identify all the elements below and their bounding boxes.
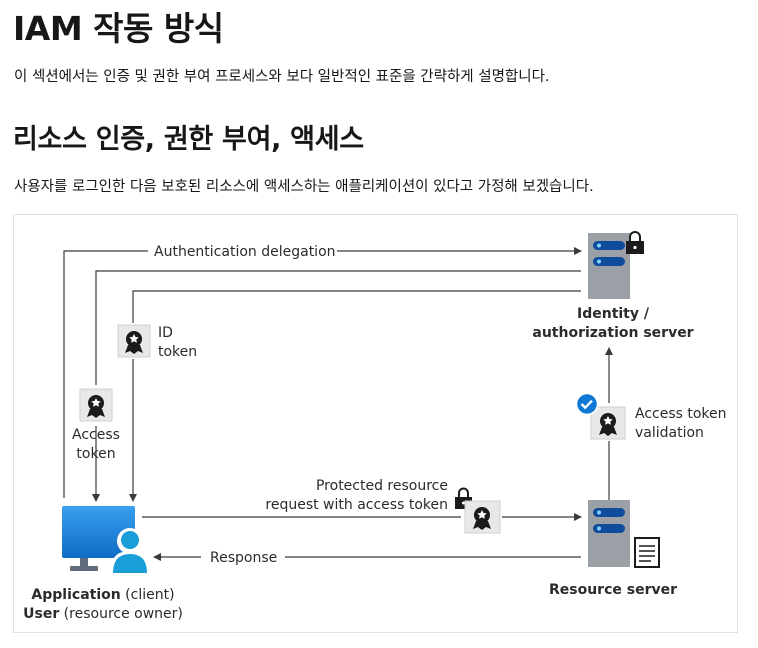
section-heading: 리소스 인증, 권한 부여, 액세스 xyxy=(13,124,364,155)
lock-icon xyxy=(626,231,644,254)
access-token-label-1: Access xyxy=(72,427,120,443)
auth-delegation-label: Authentication delegation xyxy=(154,244,336,260)
access-token-label-2: token xyxy=(76,446,115,462)
application-label: Application (client) xyxy=(31,587,174,603)
id-token-arrow xyxy=(129,290,581,502)
id-token-label-1: ID xyxy=(158,325,173,341)
checkmark-icon xyxy=(575,392,599,416)
page-title: IAM 작동 방식 xyxy=(13,9,224,48)
identity-server-icon xyxy=(588,233,630,299)
resource-server-label: Resource server xyxy=(549,582,677,598)
id-token-label-2: token xyxy=(158,344,197,360)
user-label-rest: (resource owner) xyxy=(59,606,183,622)
response-label: Response xyxy=(210,550,277,566)
user-label: User (resource owner) xyxy=(23,606,183,622)
application-label-bold: Application xyxy=(31,587,120,603)
id-token-badge-icon xyxy=(117,324,151,358)
application-user-icon xyxy=(62,506,150,573)
diagram-canvas: Authentication delegation Identity / aut… xyxy=(23,231,727,622)
validation-token-badge-icon xyxy=(590,406,626,440)
application-label-rest: (client) xyxy=(121,587,175,603)
identity-server-label-2: authorization server xyxy=(532,325,693,341)
section-text: 사용자를 로그인한 다음 보호된 리소스에 액세스하는 애플리케이션이 있다고 … xyxy=(14,179,594,195)
document-icon xyxy=(634,537,660,568)
intro-text: 이 섹션에서는 인증 및 권한 부여 프로세스와 보다 일반적인 표준을 간략하… xyxy=(14,69,550,85)
resource-server-icon xyxy=(588,500,630,567)
access-token-badge-icon xyxy=(79,388,113,422)
identity-server-label-1: Identity / xyxy=(577,306,650,322)
iam-flow-diagram: Authentication delegation Identity / aut… xyxy=(13,214,738,633)
user-label-bold: User xyxy=(23,606,59,622)
request-label-2: request with access token xyxy=(265,497,448,513)
token-validation-label-2: validation xyxy=(635,425,704,441)
request-label-1: Protected resource xyxy=(316,478,448,494)
access-token-arrow xyxy=(92,270,581,502)
token-validation-label-1: Access token xyxy=(635,406,727,422)
auth-delegation-arrow xyxy=(63,247,582,498)
request-token-badge-icon xyxy=(464,500,501,534)
